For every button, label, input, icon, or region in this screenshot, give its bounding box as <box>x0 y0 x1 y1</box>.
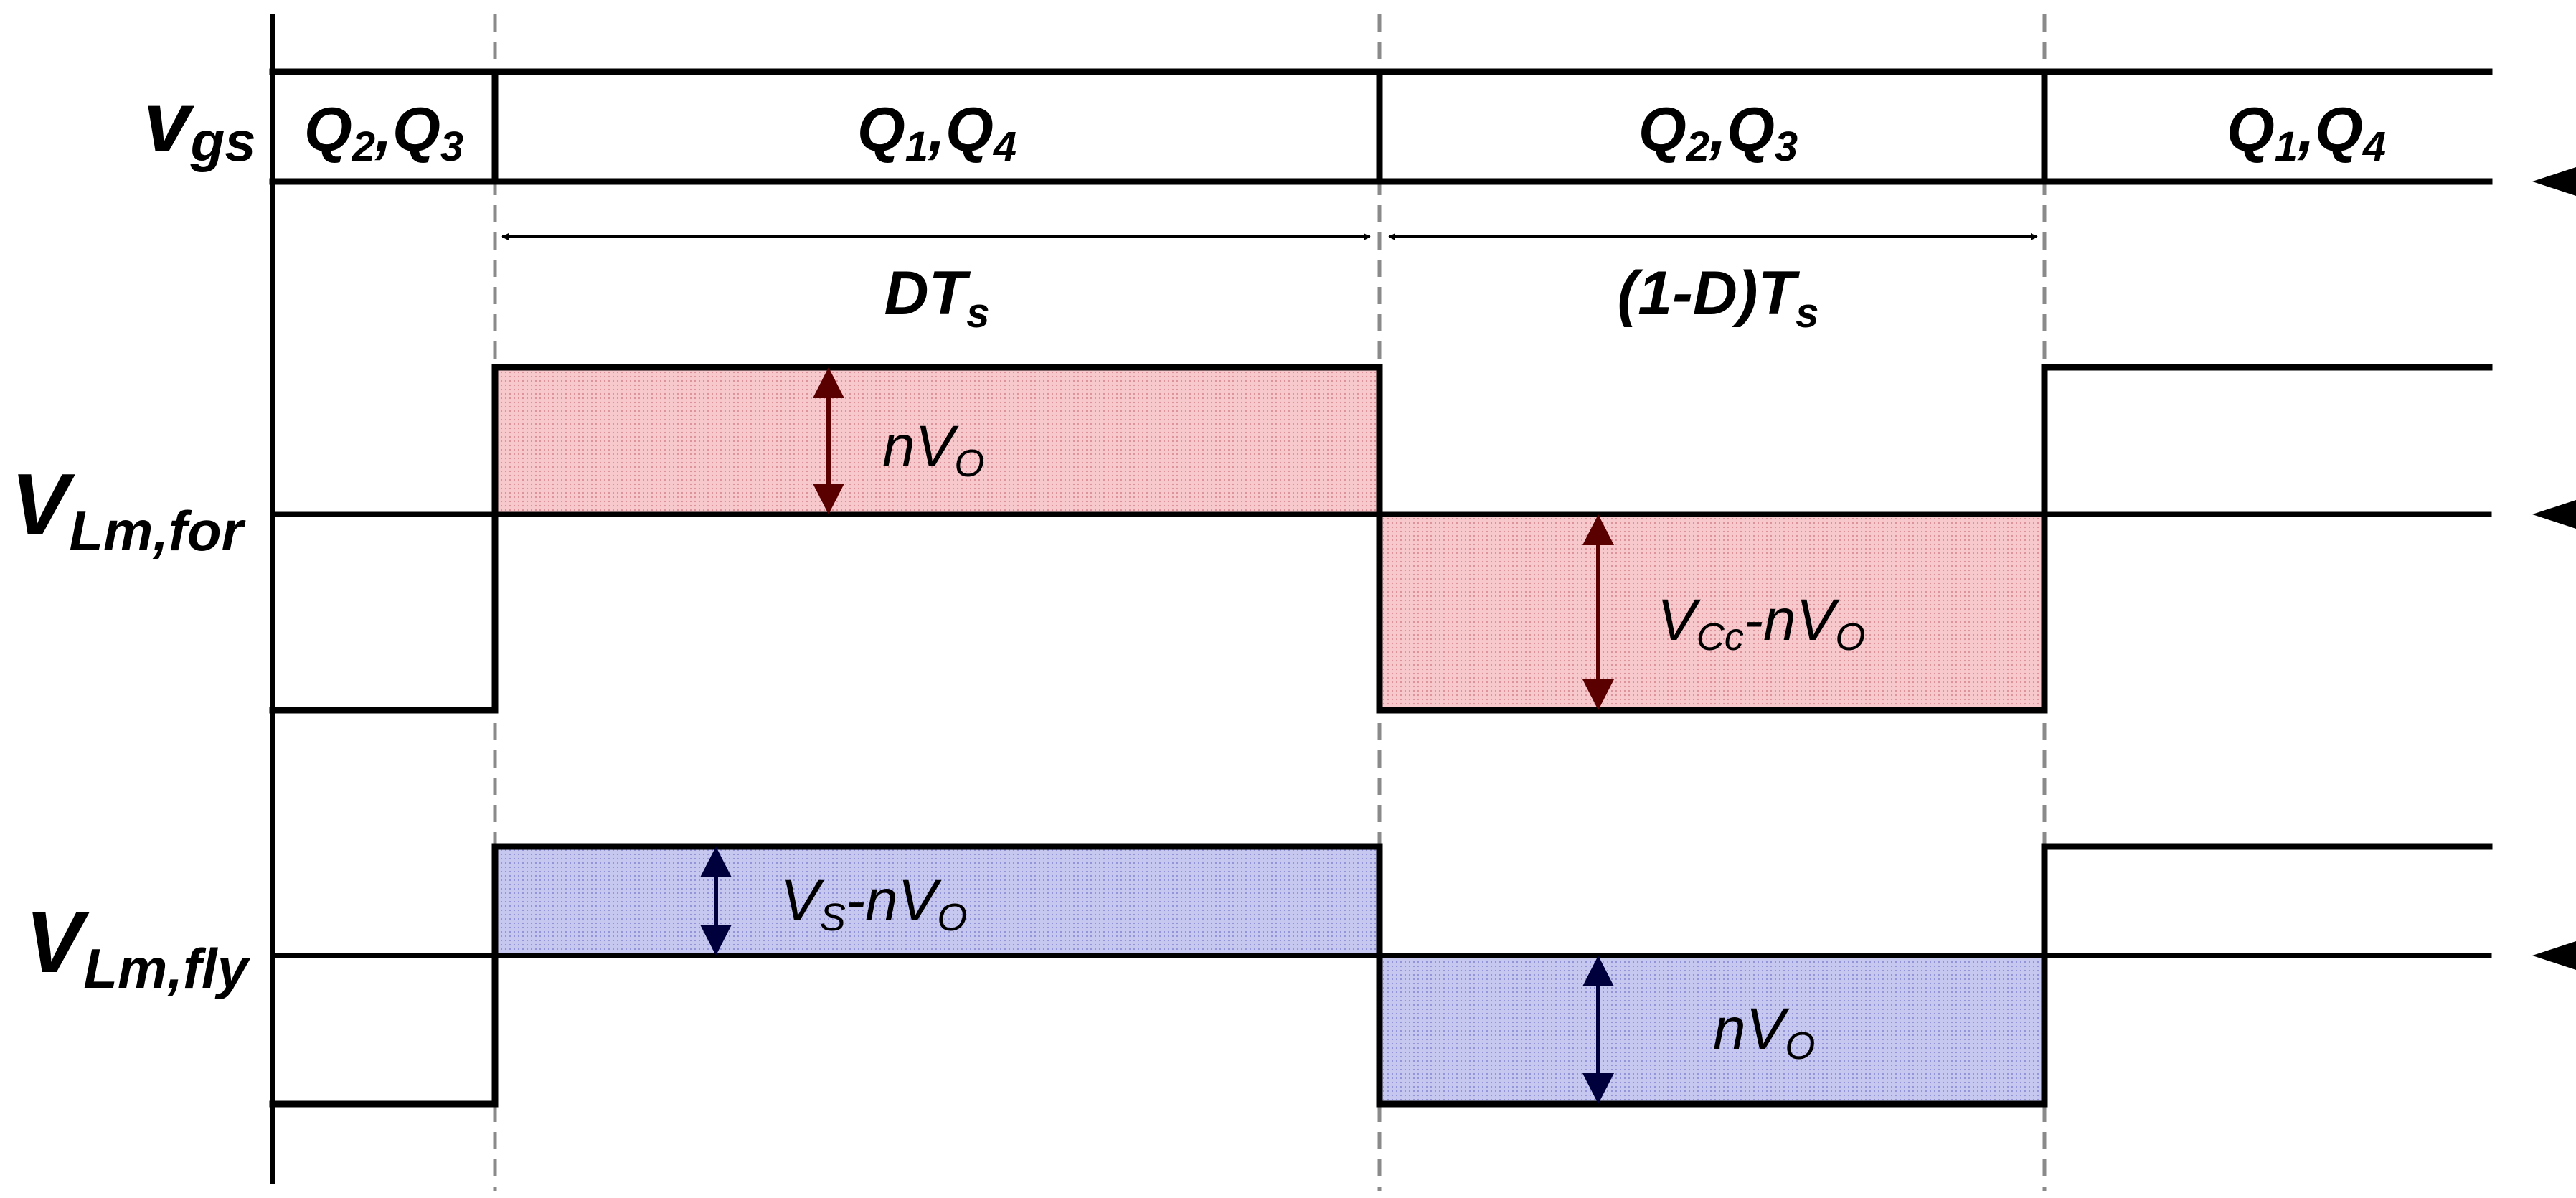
gate-segment-label-2: Q1,Q4 <box>857 95 1016 170</box>
zero-reference-arrow-fly <box>2532 941 2576 970</box>
gate-segment-label-1: Q2,Q3 <box>304 95 463 170</box>
zero-reference-arrow-vgs <box>2532 167 2576 196</box>
gate-signal-row <box>269 68 2576 196</box>
gate-segment-label-3: Q2,Q3 <box>1638 95 1798 170</box>
forward-inductor-voltage-row <box>269 364 2576 714</box>
flyback-negative-area <box>1377 953 2047 1107</box>
vlm-fly-label: VLm,fly <box>25 893 251 1000</box>
flyback-positive-annotation: VS-nVO <box>780 868 967 939</box>
interval-label-dts: DTs <box>884 259 990 336</box>
forward-positive-annotation: nVO <box>882 414 984 485</box>
forward-negative-annotation: VCc-nVO <box>1657 588 1865 659</box>
forward-positive-area <box>492 364 1382 517</box>
gate-segment-label-4: Q1,Q4 <box>2227 95 2386 170</box>
vgs-label: vgs <box>143 75 256 173</box>
forward-negative-area <box>1377 511 2047 713</box>
flyback-inductor-voltage-row <box>269 843 2576 1108</box>
vlm-for-label: VLm,for <box>11 456 246 562</box>
zero-reference-arrow-for <box>2532 500 2576 529</box>
interval-label-1-d-ts: (1-D)Ts <box>1618 259 1819 336</box>
flyback-positive-area <box>492 844 1382 958</box>
flyback-negative-annotation: nVO <box>1713 996 1815 1067</box>
